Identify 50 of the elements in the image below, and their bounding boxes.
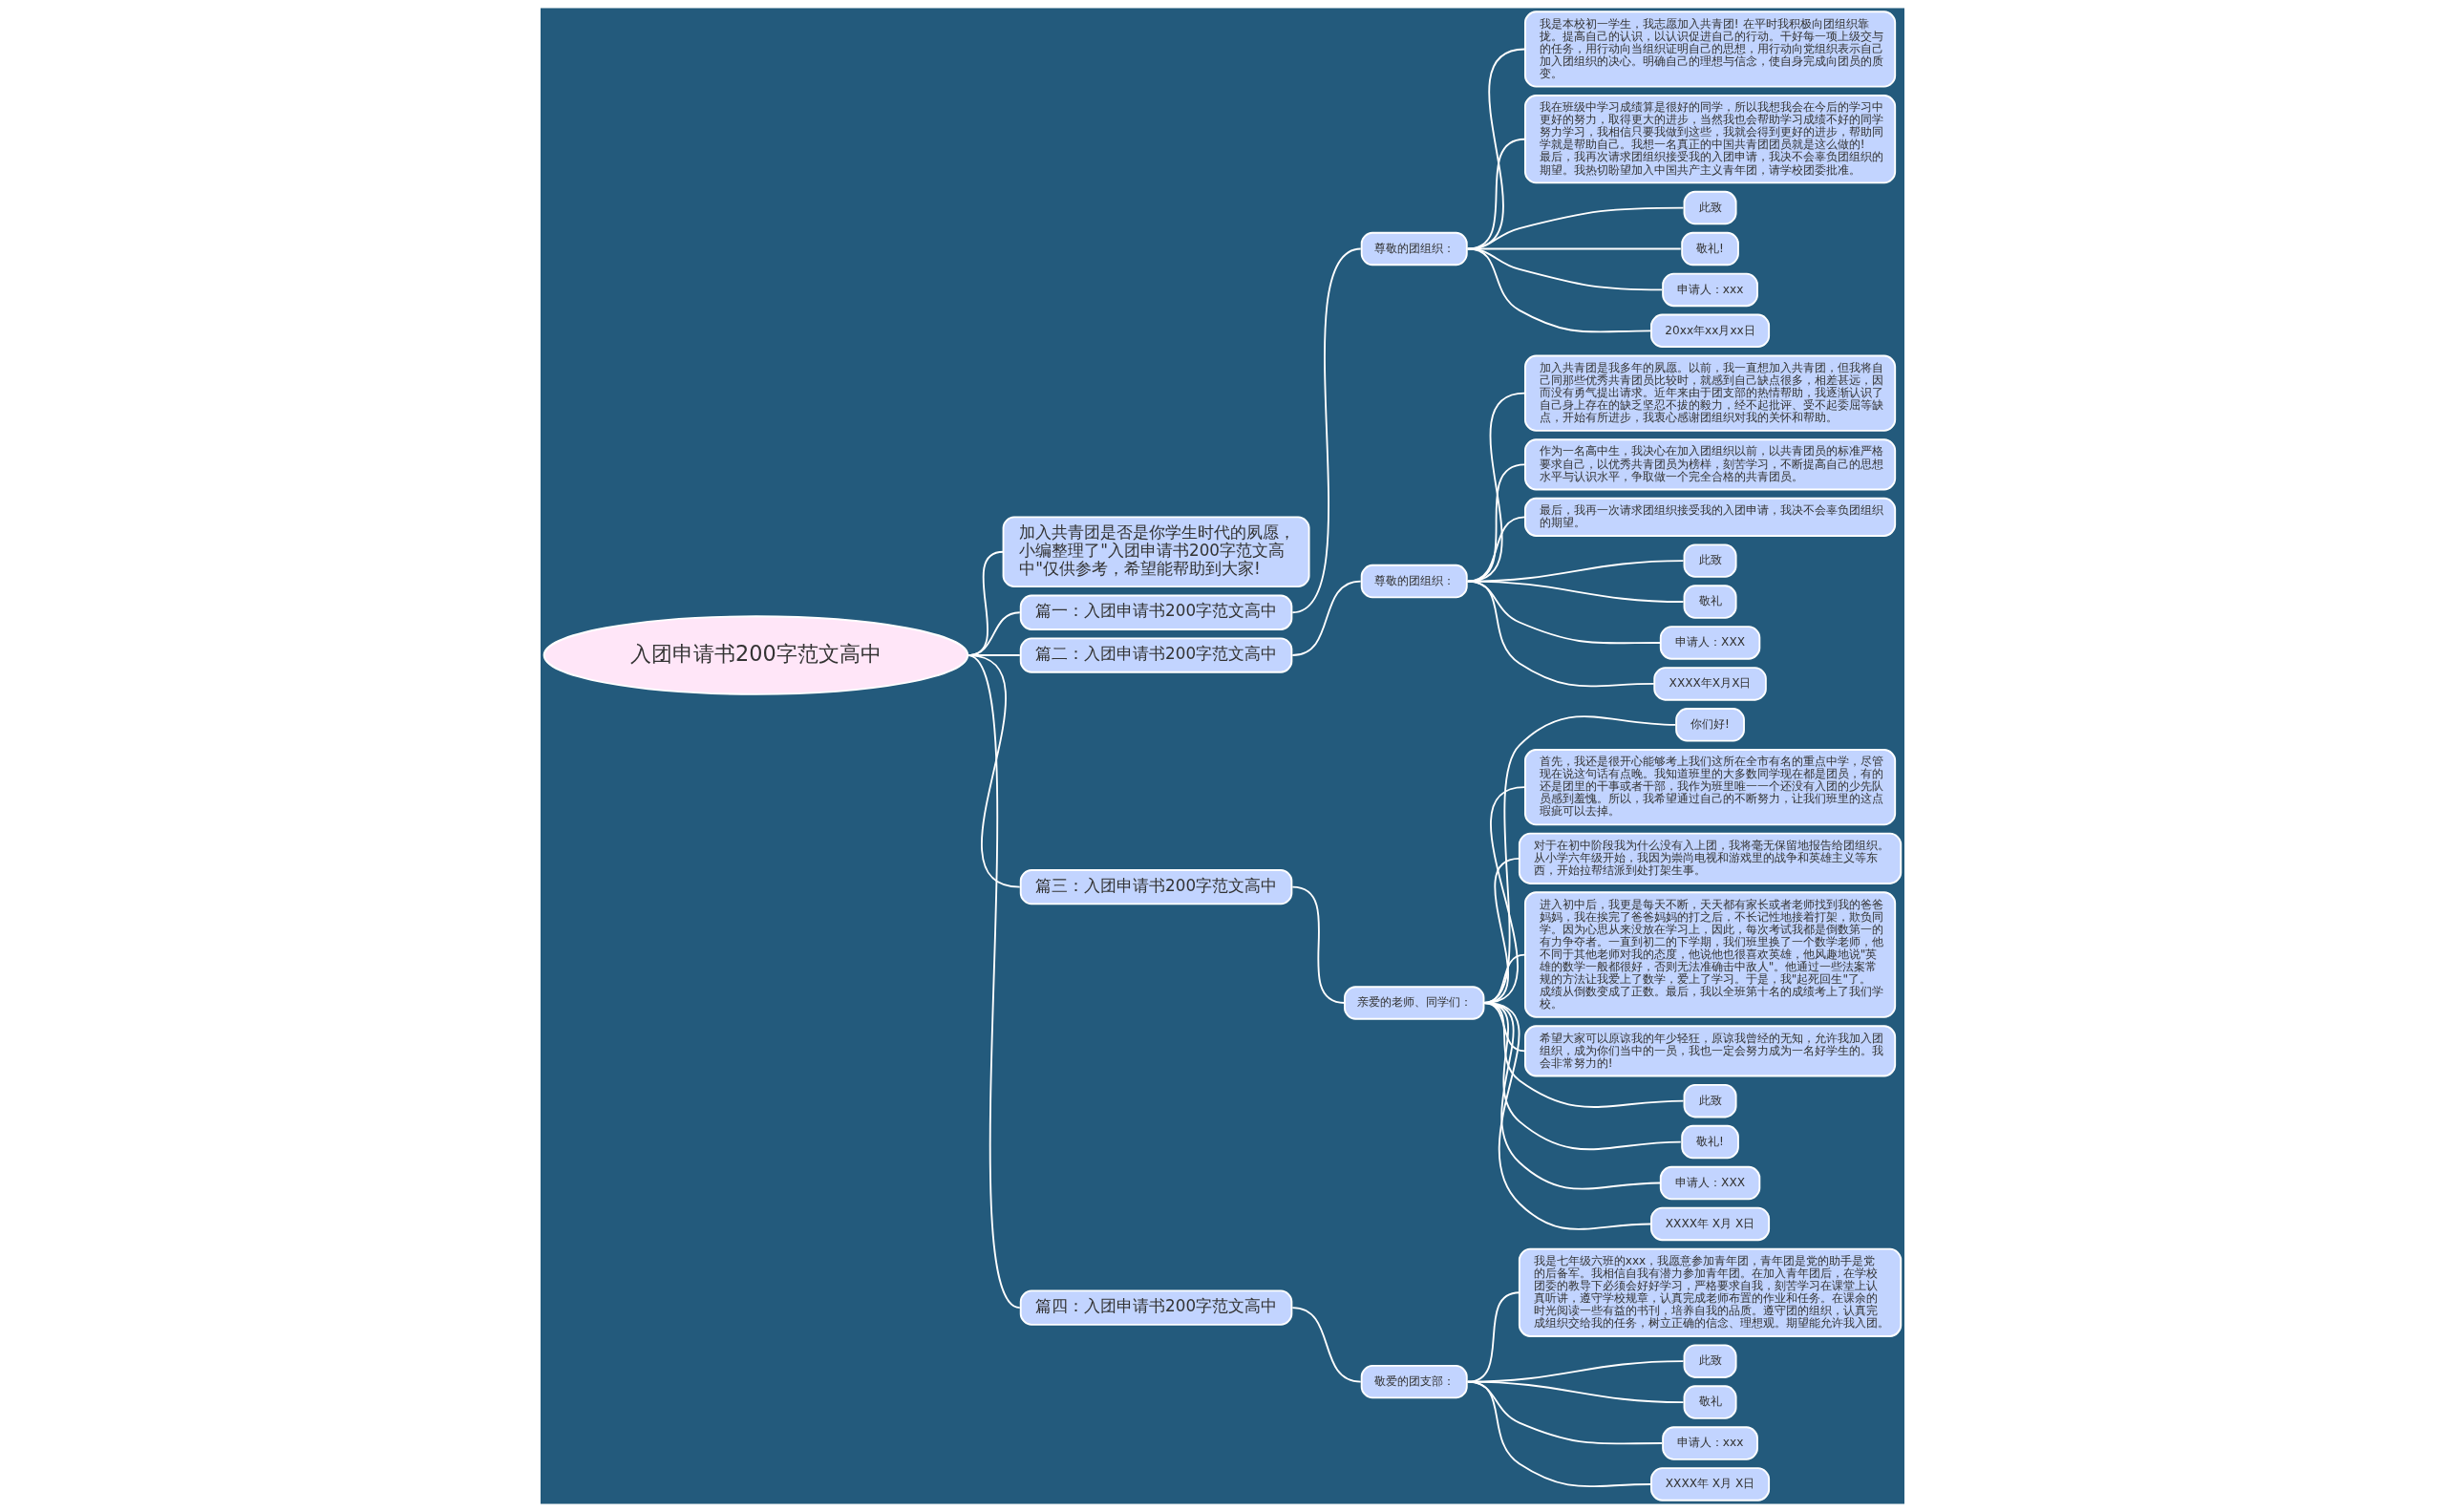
node-box: 最后，我再一次请求团组织接受我的入团申请，我决不会辜负团组织的期望。	[1523, 497, 1897, 537]
node-box: 我是本校初一学生，我志愿加入共青团! 在平时我积极向团组织靠拢。提高自己的认识，以认识促进自己的行动。干好每一项上级交与的任务，用行动向当组织证明自己的思想，用行动向党组织表示自己加入团组织的决心。明确自己的理想与信念，使自身完成向团员的质变。	[1523, 11, 1897, 88]
node-box: 此致	[1683, 1083, 1737, 1118]
node-box: 20xx年xx月xx日	[1650, 313, 1771, 349]
node-box: XXXX年 X月 X日	[1650, 1206, 1771, 1242]
connector	[1291, 247, 1362, 614]
connector	[1482, 1002, 1651, 1230]
node-box: 申请人：xxx	[1662, 1426, 1758, 1460]
node-box: 篇二：入团申请书200字范文高中	[1019, 637, 1293, 673]
node-box: 亲爱的老师、同学们：	[1344, 986, 1485, 1020]
node-box: 希望大家可以原谅我的年少轻狂，原谅我曾经的无知，允许我加入团组织，成为你们当中的一员，我也一定会努力成为一名好学生的。我会非常努力的!	[1523, 1025, 1897, 1077]
node-box: 加入共青团是否是你学生时代的夙愿，小编整理了"入团申请书200字范文高中"仅供参考，希望能帮助到大家!	[1002, 516, 1310, 588]
connector	[967, 654, 1021, 1310]
node-box: 我是七年级六班的xxx，我愿意参加青年团，青年团是党的助手是党的后备军。我相信自我有潜力参加青年团。在加入青年团后，在学校团委的教导下必须会好好学习，严格要求自我，刻苦学习在课堂上认真听讲，遵守学校规章，认真完成老师布置的作业和任务。在课余的时光阅读一些有益的书刊，培养自我的品质。遵守团的组织，认真完成组织交给我的任务，树立正确的信念、理想观。期望能允许我入团。	[1518, 1247, 1903, 1337]
connector	[1466, 463, 1526, 583]
connector	[1466, 580, 1655, 688]
node-box: 篇一：入团申请书200字范文高中	[1019, 594, 1293, 630]
node-box: 申请人：XXX	[1659, 626, 1761, 660]
node-ellipse: 入团申请书200字范文高中	[542, 615, 969, 695]
node-box: 此致	[1683, 1344, 1737, 1378]
node-box: 此致	[1683, 190, 1737, 225]
node-box: 尊敬的团组织：	[1360, 231, 1468, 266]
connector	[1466, 247, 1651, 333]
node-box: 我在班级中学习成绩算是很好的同学，所以我想我会在今后的学习中更好的努力，取得更大的进步，当然我也会帮助学习成绩不好的同学努力学习，我相信只要我做到这些，我就会得到更好的进步，帮助同学就是帮助自己。我想一名真正的中国共青团团员就是这么做的! 最后，我再次请求团组织接受我的入团申请，我决不会辜负团组织的期望。我热切盼望加入中国共产主义青年团，请学校团委批准。	[1523, 95, 1897, 184]
connector	[1291, 1307, 1362, 1383]
node-box: 敬礼	[1683, 585, 1737, 619]
node-box: 加入共青团是我多年的夙愿。以前，我一直想加入共青团，但我将自己同那些优秀共青团员比较时，就感到自己缺点很多，相差甚远，因而没有勇气提出请求。近年来由于团支部的热情帮助，我逐渐认识了自己身上存在的缺乏坚忍不拔的毅力，经不起批评、受不起委屈等缺点，开始有所进步，我衷心感谢团组织对我的关怀和帮助。	[1523, 354, 1897, 432]
connector	[1466, 392, 1526, 583]
node-box: 尊敬的团组织：	[1360, 564, 1468, 599]
connector	[1466, 1380, 1651, 1488]
connector	[1291, 580, 1362, 656]
node-box: 作为一名高中生，我决心在加入团组织以前，以共青团员的标准严格要求自己，以优秀共青团员为榜样，刻苦学习，不断提高自己的思想水平与认识水平，争取做一个完全合格的共青团员。	[1523, 438, 1897, 491]
node-box: 首先，我还是很开心能够考上我们这所在全市有名的重点中学，尽管现在说这句话有点晚。我知道班里的大多数同学现在都是团员，有的还是团里的干事或者干部，我作为班里唯一一个还没有入团的少先队员感到羞愧。所以，我希望通过自己的不断努力，让我们班里的这点瑕疵可以去掉。	[1523, 749, 1897, 826]
node-box: 进入初中后，我更是每天不断，天天都有家长或者老师找到我的爸爸妈妈，我在挨完了爸爸妈妈的打之后，不长记性地接着打架，欺负同学。因为心思从来没放在学习上，因此，每次考试我都是倒数第一的有力争夺者。一直到初二的下学期，我们班里换了一个数学老师，他不同于其他老师对我的态度，他说他也很喜欢英雄，他风趣地说"英雄的数学一般都很好，否则无法准确击中敌人"。他通过一些法案常规的方法让我爱上了数学，爱上了学习。于是，我"起死回生"了。成绩从倒数变成了正数。最后，我以全班第十名的成绩考上了我们学校。	[1523, 891, 1897, 1018]
node-box: 篇四：入团申请书200字范文高中	[1019, 1289, 1293, 1326]
node-box: 对于在初中阶段我为什么没有入上团，我将毫无保留地报告给团组织。从小学六年级开始，我因为崇尚电视和游戏里的战争和英雄主义等东西，开始拉帮结派到处打架生事。	[1518, 832, 1903, 884]
node-box: 敬礼	[1683, 1385, 1737, 1419]
connector	[1466, 516, 1526, 583]
node-box: 敬礼!	[1681, 1124, 1739, 1160]
connector	[1291, 885, 1346, 1004]
node-box: 此致	[1683, 543, 1737, 578]
node-box: XXXX年 X月 X日	[1650, 1467, 1771, 1501]
node-box: XXXX年X月X日	[1653, 667, 1767, 701]
node-box: 申请人：XXX	[1659, 1165, 1761, 1201]
node-box: 你们好!	[1675, 708, 1745, 742]
node-box: 敬礼!	[1681, 231, 1739, 266]
connector	[1466, 206, 1685, 250]
node-box: 申请人：xxx	[1662, 272, 1758, 308]
node-box: 篇三：入团申请书200字范文高中	[1019, 869, 1293, 905]
node-box: 敬爱的团支部：	[1360, 1364, 1468, 1399]
